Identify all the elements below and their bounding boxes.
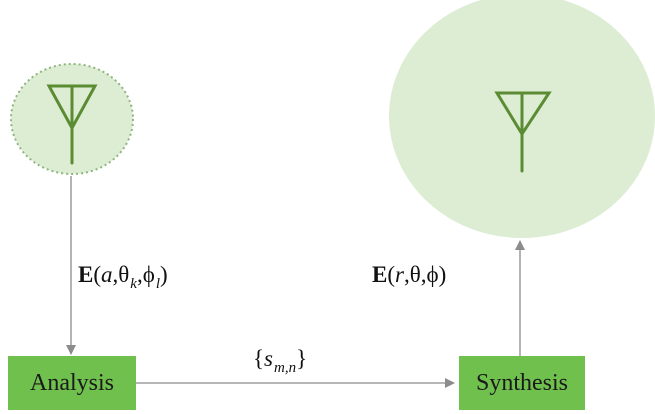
- target-antenna-icon: [494, 91, 552, 173]
- synthesis-box: Synthesis: [459, 356, 585, 410]
- label-analysis-to-synthesis: {sm,n}: [253, 346, 308, 376]
- label-synthesis-to-target: E(r,θ,ϕ): [372, 262, 447, 287]
- synthesis-label: Synthesis: [475, 369, 568, 396]
- analysis-box: Analysis: [8, 356, 136, 410]
- label-source-to-analysis: E(a,θk,ϕl): [78, 262, 168, 292]
- source-antenna-icon: [46, 84, 98, 165]
- analysis-label: Analysis: [30, 369, 114, 396]
